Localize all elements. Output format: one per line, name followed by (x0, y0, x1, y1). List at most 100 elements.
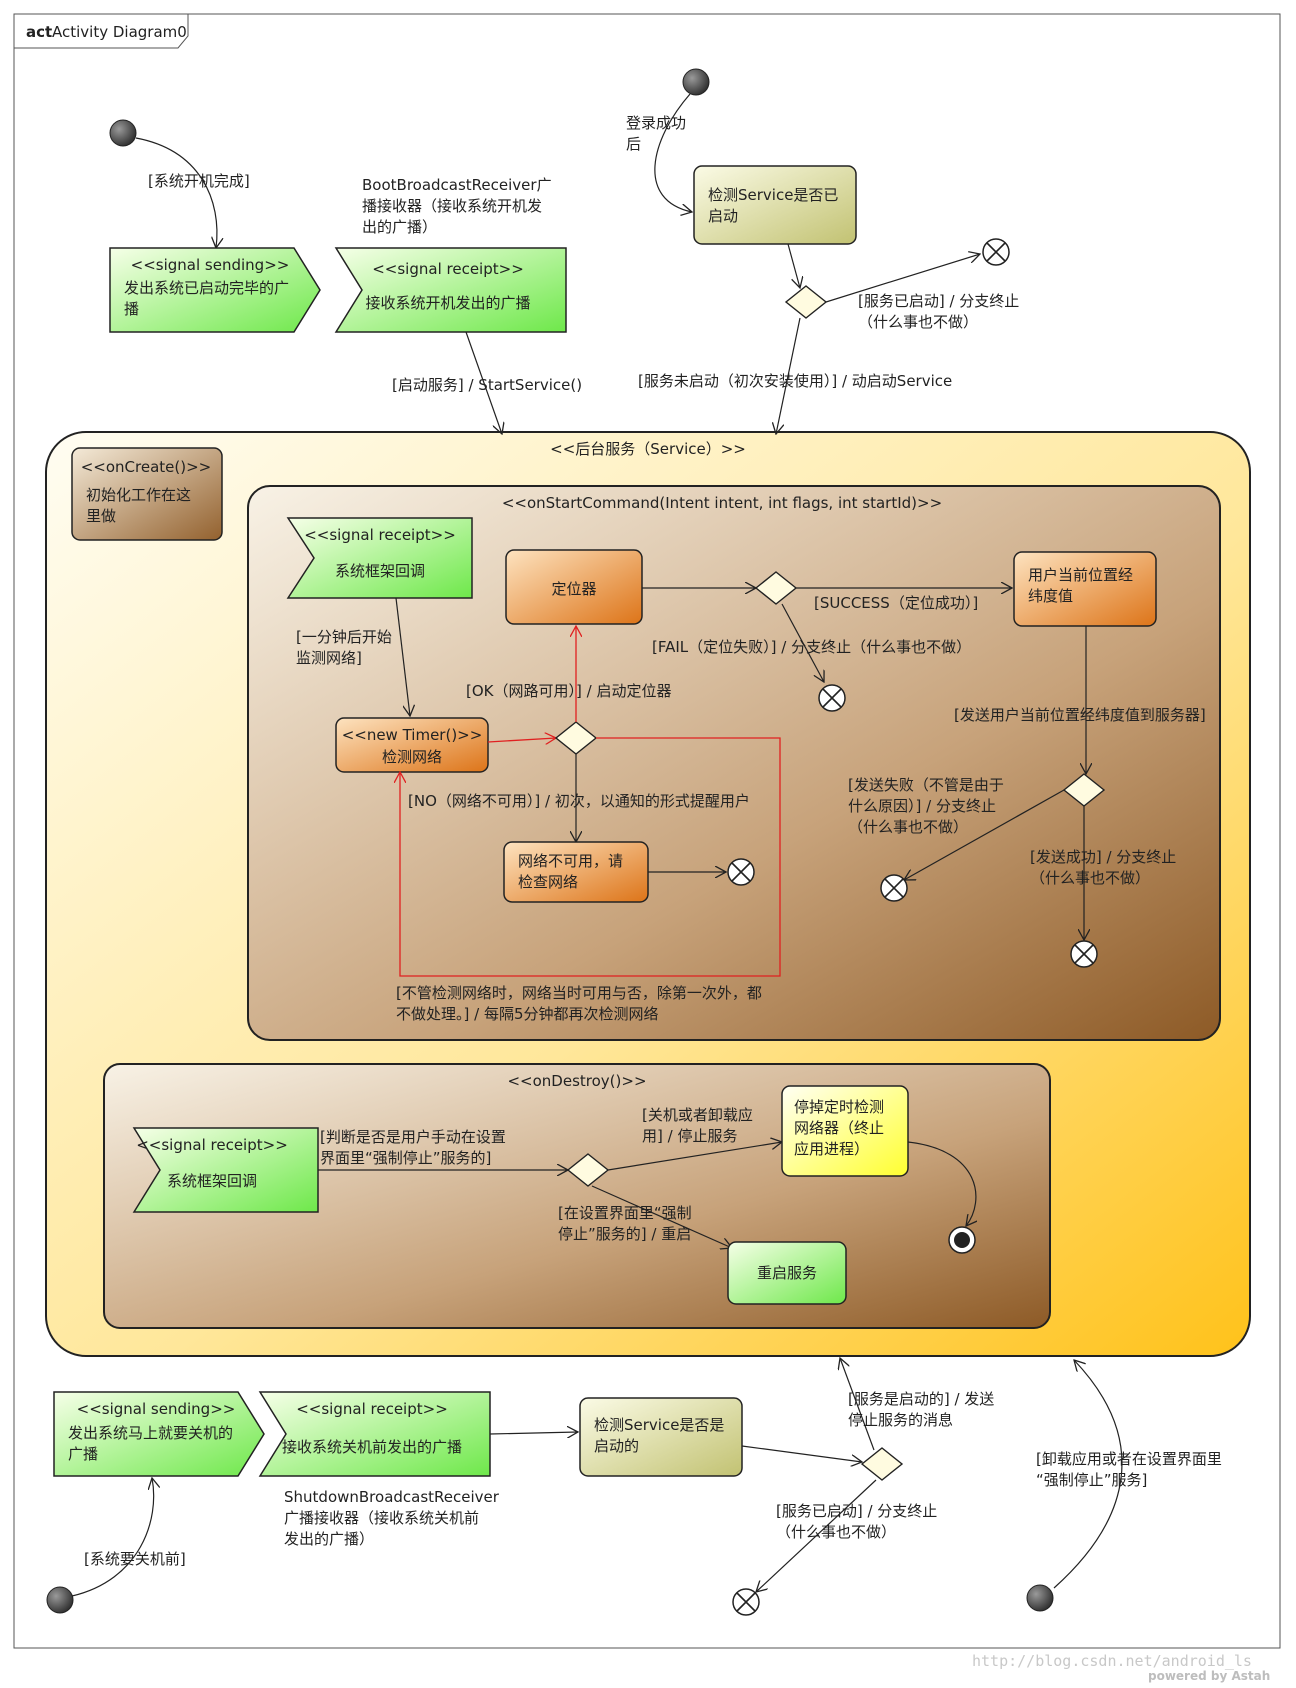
action-user-location-text: 用户当前位置经纬度值 (1028, 566, 1133, 605)
label-line: 不做处理。] / 每隔5分钟都再次检测网络 (396, 1005, 659, 1023)
label-line: （什么事也不做） (1030, 869, 1150, 887)
flow-boot-start (135, 137, 217, 248)
label-line: [一分钟后开始 (296, 628, 392, 646)
node-text-line: 启动 (708, 207, 738, 225)
node-text-line: 接收系统关机前发出的广播 (282, 1438, 462, 1456)
label-line: [发送成功] / 分支终止 (1030, 848, 1176, 866)
signal-receipt-framework-destroy (132, 1127, 319, 1213)
uninstall-start-node (1026, 1584, 1054, 1612)
signal-receipt-framework-start-text: <<signal receipt>> 系统框架回调 (304, 526, 456, 580)
flow-one-minute (395, 597, 410, 716)
signal-receipt-shutdown (258, 1391, 491, 1477)
flow-final-service-already-started (732, 1588, 760, 1616)
node-text-line: 网络器（终止 (794, 1119, 884, 1137)
flow-final-send-failed (880, 874, 908, 902)
node-text-line: 检查网络 (518, 873, 578, 891)
flow-force-stop-restart (591, 1185, 732, 1248)
node-stereotype: <<new Timer()>> (342, 726, 483, 744)
node-text-line: 检测Service是否已 (708, 186, 838, 204)
decision-destroy (566, 1153, 610, 1187)
node-text-line: 纬度值 (1028, 587, 1073, 605)
label-line: [发送用户当前位置经纬度值到服务器] (954, 706, 1206, 724)
watermark-powered: powered by Astah (1148, 1669, 1270, 1683)
label-line: [不管检测网络时，网络当时可用与否，除第一次外，都 (396, 984, 762, 1002)
service-container-title: <<后台服务（Service）>> (550, 440, 746, 458)
node-text-line: 播 (124, 300, 139, 318)
flow-uninstall-or-force (1053, 1360, 1123, 1589)
node-text-line: 启动的 (594, 1437, 639, 1455)
label-line: [在设置界面里“强制 (558, 1204, 692, 1222)
activity-final-node (948, 1226, 976, 1254)
label-line: “强制停止”服务] (1036, 1471, 1147, 1489)
signal-receipt-boot-text: <<signal receipt>>接收系统开机发出的广播 (365, 260, 530, 312)
node-stereotype: <<onCreate()>> (81, 458, 212, 476)
label-line: 后 (626, 135, 641, 153)
label-boot-complete: [系统开机完成] (148, 172, 250, 190)
action-locator-text: 定位器 (551, 580, 596, 598)
on-destroy-title: <<onDestroy()>> (507, 1072, 646, 1090)
flow-service-started-end (825, 254, 980, 303)
flow-login-start (654, 93, 692, 212)
node-text-line: 用户当前位置经 (1028, 566, 1133, 584)
label-uninstall-or-force: [卸载应用或者在设置界面里 “强制停止”服务] (1036, 1450, 1222, 1489)
node-text-line: 检测网络 (382, 748, 442, 766)
flow-start-service (465, 331, 502, 434)
label-line: 发出的广播） (284, 1530, 374, 1548)
on-start-command-title: <<onStartCommand(Intent intent, int flag… (502, 494, 942, 512)
action-locator (505, 549, 643, 625)
label-line: 什么原因）] / 分支终止 (848, 797, 996, 815)
signal-send-boot-complete (109, 247, 321, 333)
flow-service-not-started (776, 317, 801, 434)
label-shutdown-receiver-note: ShutdownBroadcastReceiver广播接收器（接收系统关机前发出… (284, 1488, 500, 1548)
label-line: [启动服务] / StartService() (392, 376, 582, 394)
action-check-service-running (579, 1397, 743, 1477)
action-new-timer-text: <<new Timer()>> 检测网络 (342, 726, 483, 766)
decision-locate (754, 571, 798, 605)
label-network-no: [NO（网络不可用）] / 初次，以通知的形式提醒用户 (408, 792, 750, 810)
flow-to-decision-login (787, 243, 800, 288)
flow-service-already-started-end (756, 1479, 877, 1592)
node-text-line: 初始化工作在这 (86, 486, 191, 504)
signal-receipt-boot (334, 247, 567, 333)
label-line: [系统要关机前] (84, 1550, 186, 1568)
label-send-succeeded: [发送成功] / 分支终止 （什么事也不做） (1030, 848, 1176, 887)
node-text-line: 发出系统已启动完毕的广 (124, 279, 289, 297)
node-text-line: 定位器 (551, 580, 596, 598)
flow-final-network-unavailable (727, 858, 755, 886)
node-text-line: 网络不可用，请 (518, 852, 623, 870)
decision-login (784, 285, 828, 319)
label-service-not-started: [服务未启动（初次安装使用）] / 动启动Service (638, 372, 952, 390)
label-line: [卸载应用或者在设置界面里 (1036, 1450, 1222, 1468)
shutdown-start-node (46, 1586, 74, 1614)
action-check-service-started (693, 165, 857, 245)
node-stereotype: <<signal receipt>> (304, 526, 456, 544)
label-line: [服务已启动] / 分支终止 (776, 1502, 937, 1520)
node-stereotype: <<signal sending>> (77, 1400, 236, 1418)
label-line: [服务是启动的] / 发送 (848, 1390, 994, 1408)
flow-final-locate-fail (818, 684, 846, 712)
frame-keyword: act (26, 23, 52, 41)
node-text-line: 广播 (68, 1445, 98, 1463)
label-line: （什么事也不做） (848, 818, 968, 836)
label-line: [SUCCESS（定位成功）] (814, 594, 978, 612)
label-line: [关机或者卸载应 (642, 1106, 753, 1124)
flow-shutdown-or-uninstall (607, 1142, 782, 1171)
label-line: [服务未启动（初次安装使用）] / 动启动Service (638, 372, 952, 390)
node-stereotype: <<signal receipt>> (136, 1136, 288, 1154)
node-stereotype: <<signal sending>> (131, 256, 290, 274)
action-restart-service (727, 1241, 847, 1305)
node-text-line: 系统框架回调 (335, 562, 425, 580)
label-service-started-end: [服务已启动] / 分支终止（什么事也不做） (858, 292, 1019, 331)
